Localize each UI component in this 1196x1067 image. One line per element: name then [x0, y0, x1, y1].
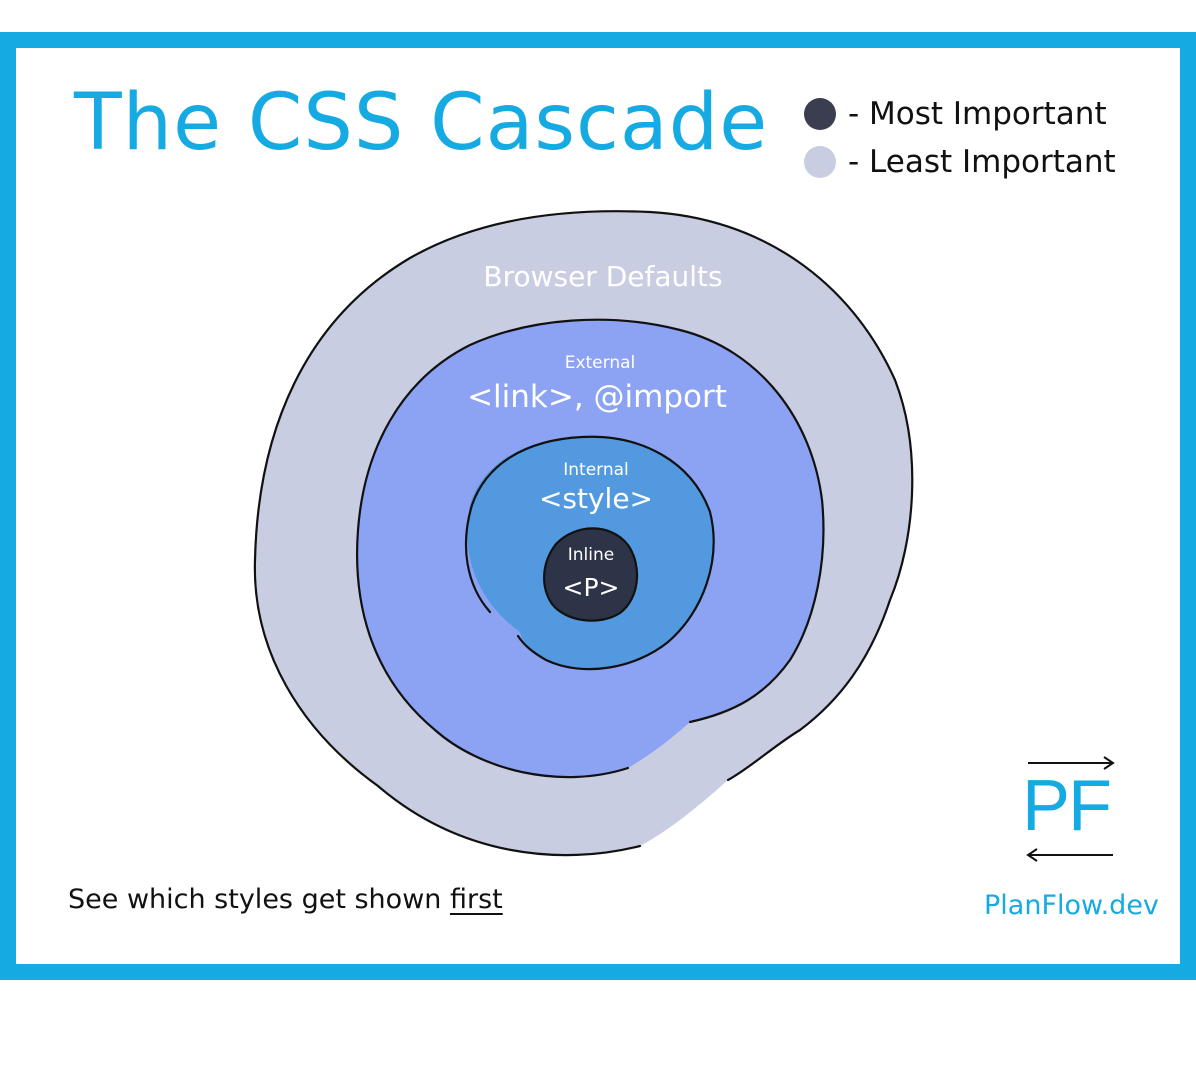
- page-title: The CSS Cascade: [74, 78, 769, 168]
- footer-note-emphasis: first: [449, 884, 503, 915]
- site-link[interactable]: PlanFlow.dev: [984, 890, 1159, 921]
- browser-defaults-label: Browser Defaults: [483, 260, 722, 293]
- dark-dot-icon: [804, 98, 836, 130]
- light-dot-icon: [804, 146, 836, 178]
- arrows-icon: [1026, 756, 1115, 862]
- footer-note: See which styles get shown first: [68, 884, 503, 915]
- legend-item-most: - Most Important: [804, 90, 1116, 138]
- footer-note-prefix: See which styles get shown: [68, 884, 450, 915]
- legend-label-most: - Most Important: [848, 96, 1107, 132]
- internal-label: <style>: [539, 482, 653, 515]
- logo-text: PF: [1022, 766, 1112, 846]
- legend-item-least: - Least Important: [804, 138, 1116, 186]
- planflow-logo: PF: [1018, 752, 1122, 864]
- internal-caption: Internal: [563, 460, 629, 480]
- legend: - Most Important - Least Important: [804, 90, 1116, 186]
- layer-inline: [543, 527, 639, 622]
- inline-caption: Inline: [568, 545, 614, 565]
- external-caption: External: [565, 353, 636, 373]
- external-label: <link>, @import: [467, 379, 727, 415]
- legend-label-least: - Least Important: [848, 144, 1116, 180]
- inline-label: <P>: [563, 573, 620, 602]
